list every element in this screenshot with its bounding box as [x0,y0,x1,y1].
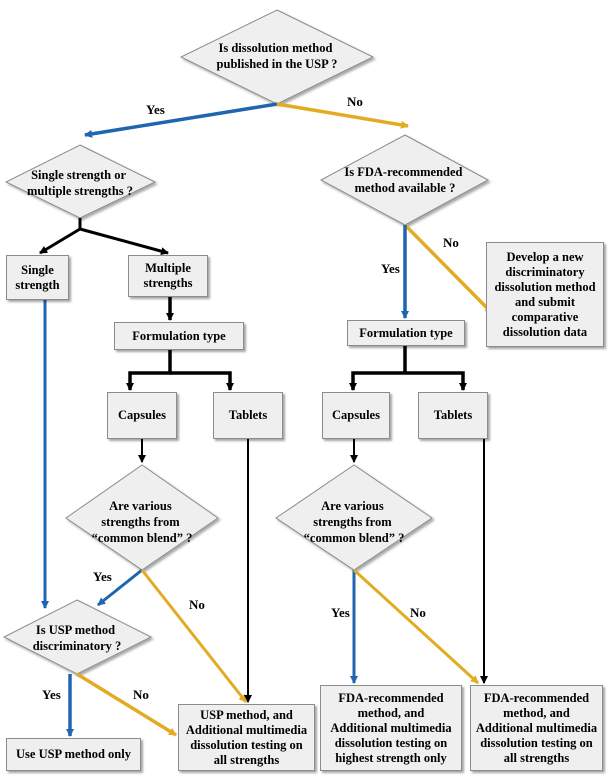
box-use-usp-only: Use USP method only [6,738,141,771]
arrow-fda-no [403,223,494,315]
box-capsules-left: Capsules [107,392,177,439]
label-disc-yes: Yes [42,687,61,702]
decision-common-blend-left-text: Are various strengths from “common blend… [92,499,193,545]
arrow-blend-left-no [140,569,248,703]
label-blend-left-no: No [189,597,205,612]
arrow-blend-right-no [352,568,480,685]
label-blend-left-yes: Yes [93,569,112,584]
label-fda-no: No [443,235,459,250]
label-blend-right-no: No [410,605,426,620]
box-tablets-left: Tablets [213,392,283,439]
decision-common-blend-right-text: Are various strengths from “common blend… [304,499,405,545]
box-formulation-right: Formulation type [347,320,465,346]
box-fda-highest-strength: FDA-recommended method, and Additional m… [320,685,462,771]
arrow-disc-no [76,672,177,737]
decision-usp-published-text: Is dissolution method published in the U… [217,41,338,71]
decision-strength-count-text: Single strength or multiple strengths ? [27,168,133,198]
arrow-to-single [39,227,81,255]
box-single-strength: Single strength [6,255,69,300]
label-usp-no: No [347,94,363,109]
box-formulation-left: Formulation type [114,322,244,350]
decision-fda-available [319,134,490,226]
box-usp-all-strengths: USP method, and Additional multimedia di… [178,704,315,771]
label-blend-right-yes: Yes [331,605,350,620]
box-multiple-strengths: Multiple strengths [128,255,208,297]
connector-formulation-left-split [126,350,172,391]
box-fda-all-strengths: FDA-recommended method, and Additional m… [470,685,603,771]
label-fda-yes: Yes [381,261,400,276]
arrow-blend-left-yes [97,568,143,607]
arrow-usp-yes [84,102,278,138]
decision-usp-discriminatory [2,599,153,675]
box-capsules-right: Capsules [322,392,390,439]
box-develop-new-method: Develop a new discriminatory dissolution… [486,242,604,347]
decision-fda-available-text: Is FDA-recommended method available ? [344,165,465,195]
decision-usp-discriminatory-text: Is USP method discriminatory ? [33,623,122,653]
box-tablets-right: Tablets [418,392,488,439]
arrow-to-multiple [79,227,169,256]
label-disc-no: No [133,687,149,702]
arrow-usp-no [276,102,409,129]
connector-formulation-left-split-2 [170,371,234,391]
connector-formulation-right-split [349,371,405,391]
connector-formulation-right-split-2 [405,371,467,391]
label-usp-yes: Yes [146,102,165,117]
